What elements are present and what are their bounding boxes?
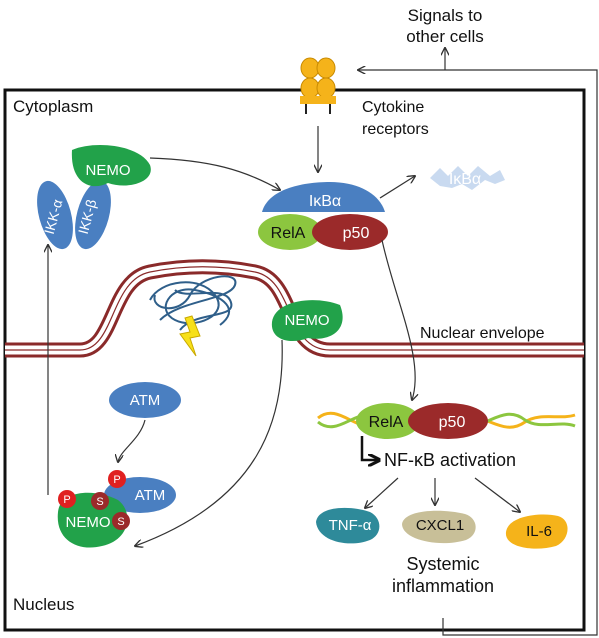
- nemo-envelope-shape: [271, 300, 343, 342]
- nemo-to-complex-arrow: [135, 339, 283, 546]
- cell-boundary: [3, 88, 586, 632]
- nfkb-activation-label: NF-κB activation: [384, 450, 516, 470]
- feedback-line: [358, 70, 598, 636]
- il6-arrow: [474, 477, 520, 512]
- systemic-label-2: inflammation: [392, 576, 494, 596]
- cytokine-label-2: receptors: [362, 121, 429, 138]
- cytokine-receptor-icon: [300, 57, 336, 114]
- atm-arrow: [118, 419, 146, 462]
- p50-nuclear-label: p50: [439, 414, 466, 431]
- ikba-degraded-shape: [430, 166, 505, 190]
- dna-tangle-icon: [149, 275, 237, 331]
- atm-label: ATM: [130, 392, 161, 409]
- atm-complex-label: ATM: [135, 487, 166, 504]
- nemo-cytoplasm-label: NEMO: [86, 162, 131, 179]
- phospho-2-label: P: [63, 494, 70, 506]
- nucleus-label: Nucleus: [13, 595, 74, 614]
- ikba-degradation-arrow: [379, 176, 415, 199]
- nemo-to-ikba-arrow: [149, 157, 280, 190]
- nfkb-translocation-arrow: [381, 239, 415, 400]
- il6-label: IL-6: [526, 523, 552, 540]
- p50-cytoplasm-label: p50: [343, 225, 370, 242]
- rela-cytoplasm-label: RelA: [271, 225, 306, 242]
- rela-nuclear-label: RelA: [369, 414, 404, 431]
- sumo-2-label: S: [117, 516, 124, 528]
- tnfa-label: TNF-α: [329, 517, 372, 534]
- atm-shape: [109, 382, 181, 418]
- signals-label-2: other cells: [406, 27, 483, 46]
- cytokine-label-1: Cytokine: [362, 99, 424, 116]
- activation-arrow: [360, 436, 378, 460]
- signals-label-1: Signals to: [408, 6, 483, 25]
- cytoplasm-label: Cytoplasm: [13, 97, 93, 116]
- dna-damage-bolt-icon: [179, 315, 201, 357]
- tnfa-arrow: [365, 477, 399, 508]
- cxcl1-label: CXCL1: [416, 517, 464, 534]
- nuclear-envelope-label: Nuclear envelope: [420, 325, 545, 342]
- nfkb-ikba-complex: [258, 182, 388, 250]
- nemo-nucleus-label: NEMO: [66, 514, 111, 531]
- ikba-label: IκBα: [309, 193, 341, 210]
- cxcl1-shape: [402, 510, 476, 544]
- systemic-label-1: Systemic: [406, 554, 479, 574]
- nemo-envelope-label: NEMO: [285, 312, 330, 329]
- ikk-complex: [37, 145, 151, 250]
- sumo-1-label: S: [96, 496, 103, 508]
- nemo-atm-complex: [57, 470, 176, 548]
- tnfa-shape: [316, 507, 380, 544]
- phospho-1-label: P: [113, 474, 120, 486]
- rela-nuclear-shape: [356, 403, 420, 439]
- ikba-degraded-label: IκBα: [449, 171, 481, 188]
- p50-nuclear-shape: [408, 403, 488, 439]
- il6-shape: [505, 514, 568, 549]
